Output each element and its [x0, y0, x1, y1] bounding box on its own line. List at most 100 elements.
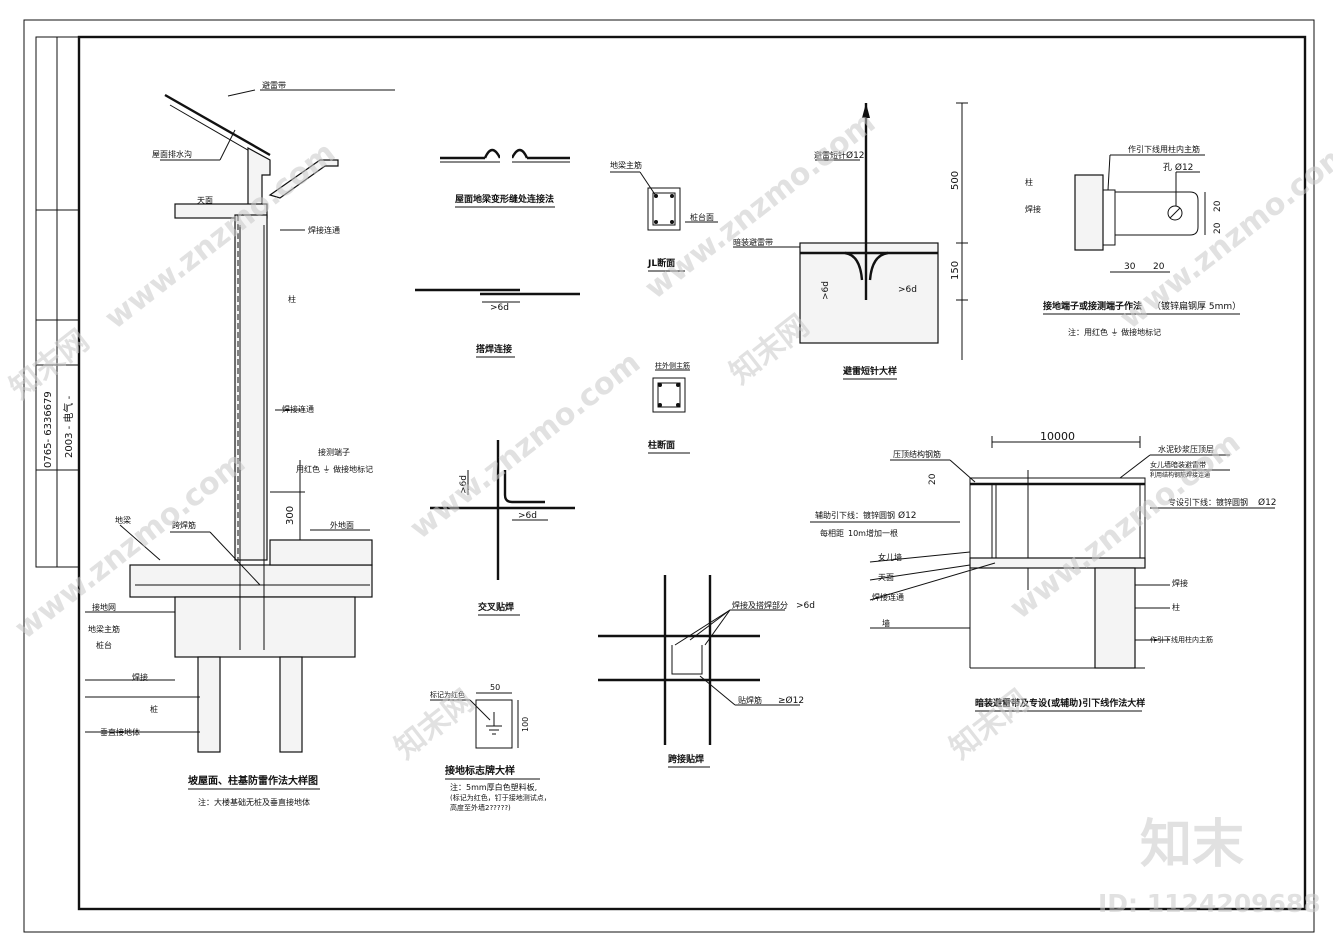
parapet-label-band: 女儿墙暗装避雷带 [1150, 460, 1206, 469]
watermark-site-1: www.znzmo.com [98, 135, 342, 336]
parapet-label-press: 压顶结构钢筋 [893, 449, 941, 459]
parapet-title: 暗装避雷带及专设(或辅助)引下线作法大样 [975, 697, 1145, 709]
label-weld-through-2: 焊接连通 [282, 404, 314, 414]
column-section-title: 柱断面 [648, 439, 675, 451]
parapet-label-roof: 天面 [878, 573, 894, 582]
cross-weld-dim2: >6d [518, 511, 537, 521]
rebar-weld-label1: 焊接及搭焊部分 [732, 600, 788, 610]
parapet-label-aux: 辅助引下线：镀锌圆钢 [815, 510, 895, 520]
jl-section-detail: 地梁主筋 桩台面 JL断面 [610, 160, 718, 272]
terminal-dim-20b: 20 [1213, 222, 1223, 234]
terminal-note: 注：用红色 ⏚ 做接地标记 [1068, 327, 1161, 337]
label-roof-drain: 屋面排水沟 [152, 149, 192, 159]
parapet-label-every2: 10m增加一根 [848, 528, 898, 538]
rebar-weld-label2-dim: ≥Ø12 [778, 695, 804, 706]
foundation-detail: 避雷带 屋面排水沟 天面 焊接连通 柱 焊接连通 接测端子 用红色 ⏚ 做接地标… [85, 80, 395, 807]
rebar-weld-label2: 贴焊筋 [738, 695, 762, 705]
parapet-label-parapet: 女儿墙 [878, 552, 902, 562]
label-ground: 地梁 [115, 515, 131, 525]
parapet-dim-20: 20 [928, 473, 938, 485]
label-column: 柱 [288, 294, 296, 304]
label-pile: 桩 [150, 704, 158, 714]
parapet-label-column: 柱 [1172, 602, 1180, 612]
terminal-label-column: 柱 [1025, 177, 1033, 187]
terminal-label-weld: 焊接 [1025, 204, 1041, 214]
parapet-label-cement: 水泥砂浆压顶层 [1158, 444, 1214, 454]
cross-weld-dim1: >6d [459, 475, 469, 494]
rod-label1: 避雷短针 [814, 150, 846, 160]
rod-label2: 暗装避雷带 [733, 237, 773, 247]
terminal-title-note: （镀锌扁钢厚 5mm） [1152, 300, 1241, 312]
terminal-detail: 作引下线用柱内主筋 柱 焊接 孔 Ø12 30 20 20 20 接地端子或接测… [1025, 144, 1241, 337]
jl-title: JL断面 [647, 257, 675, 269]
label-weld-through: 焊接连通 [308, 225, 340, 235]
parapet-label-every: 每相距 [820, 528, 844, 538]
jl-label-rebar: 地梁主筋 [610, 160, 642, 170]
label-outdoor-ground: 外地面 [330, 520, 354, 530]
label-grounding-net: 接地网 [92, 602, 116, 612]
lap-weld-dim: >6d [490, 303, 509, 313]
rod-dim-6d-1: >6d [821, 281, 831, 300]
terminal-label-hole: 孔 Ø12 [1163, 162, 1193, 173]
terminal-dim-30: 30 [1124, 262, 1136, 272]
label-pile-cap: 桩台 [96, 640, 112, 650]
label-test-terminal: 接测端子 [318, 447, 350, 457]
ground-sign-dim-h: 100 [521, 717, 530, 732]
label-weld: 焊接 [132, 672, 148, 682]
title-drawing-no: 2003 - 电气 - [62, 395, 75, 458]
ground-sign-label: 标记为红色 [430, 690, 465, 699]
terminal-title: 接地端子或接测端子作法 [1043, 300, 1142, 312]
terminal-dim-20a: 20 [1213, 200, 1223, 212]
ground-sign-note2: (标记为红色，钉于接地测试点， [450, 793, 551, 802]
parapet-label-band2: 利用结构钢筋焊接连通 [1150, 471, 1210, 479]
rod-dim-150: 150 [950, 261, 961, 280]
title-phone: 0765- 6336679 [43, 391, 54, 468]
parapet-detail: 10000 20 水泥砂浆压顶层 女儿墙暗装避雷带 利用结构钢筋焊接连通 压顶结… [810, 430, 1277, 712]
parapet-label-weld: 焊接 [1172, 578, 1188, 588]
ground-sign-note1: 注：5mm厚白色塑料板, [450, 782, 537, 792]
watermark-brand-2: 知末网 [723, 308, 815, 391]
label-lightning-strip: 避雷带 [262, 80, 286, 90]
expansion-joint-title: 屋面地梁变形缝处连接法 [455, 193, 554, 205]
parapet-label-weld-thru: 焊接连通 [872, 592, 904, 602]
column-section-label: 柱外侧主筋 [655, 361, 690, 370]
label-ground-beam-rebar: 地梁主筋 [88, 624, 120, 634]
watermarks: www.znzmo.com www.znzmo.com www.znzmo.co… [3, 105, 1333, 918]
expansion-joint-detail: 屋面地梁变形缝处连接法 [440, 148, 570, 208]
foundation-note: 注：大楼基础无桩及垂直接地体 [198, 797, 310, 807]
ground-sign-title: 接地标志牌大样 [445, 764, 515, 777]
foundation-title: 坡屋面、柱基防雷作法大样图 [188, 774, 318, 787]
rod-title: 避雷短针大样 [843, 365, 897, 377]
jl-label-pile: 桩台面 [690, 212, 714, 222]
cross-weld-detail: >6d >6d 交叉贴焊 [430, 440, 575, 616]
title-block: 0765- 6336679 2003 - 电气 - [35, 36, 80, 568]
label-red-mark: 用红色 ⏚ 做接地标记 [296, 464, 373, 474]
label-roof: 天面 [197, 196, 213, 205]
parapet-label-down: 作引下线用柱内主筋 [1150, 635, 1213, 644]
terminal-label-down: 作引下线用柱内主筋 [1128, 144, 1200, 154]
rod-label1-size: Ø12 [846, 150, 865, 161]
ground-sign-dim-w: 50 [490, 683, 500, 692]
parapet-dim-10000: 10000 [1040, 430, 1075, 443]
rebar-weld-detail: 焊接及搭焊部分 >6d 贴焊筋 ≥Ø12 跨接贴焊 [598, 575, 815, 768]
terminal-dim-20: 20 [1153, 262, 1165, 272]
ground-sign-detail: 50 100 标记为红色 接地标志牌大样 注：5mm厚白色塑料板, (标记为红色… [430, 683, 551, 812]
rod-dim-6d-2: >6d [898, 285, 917, 295]
ground-sign-note3: 高度至外墙2?????) [450, 803, 511, 812]
parapet-label-aux-size: Ø12 [898, 510, 917, 521]
rebar-weld-title: 跨接贴焊 [668, 753, 704, 765]
lap-weld-title: 搭焊连接 [476, 343, 512, 355]
label-cross-weld: 跨焊筋 [172, 520, 196, 530]
dim-300: 300 [285, 506, 296, 525]
rebar-weld-label1-dim: >6d [796, 601, 815, 611]
watermark-logo: 知末 [1140, 815, 1244, 875]
watermark-brand-3: 知末网 [943, 683, 1035, 766]
cross-weld-title: 交叉贴焊 [478, 601, 514, 613]
watermark-id: ID: 1124209688 [1098, 889, 1321, 918]
parapet-label-wall: 墙 [882, 618, 890, 628]
lightning-rod-detail: 500 150 避雷短针 Ø12 暗装避雷带 >6d >6d 避雷短针大样 [733, 102, 968, 380]
rod-dim-500: 500 [950, 171, 961, 190]
lap-weld-detail: >6d 搭焊连接 [415, 288, 580, 358]
outer-border [23, 19, 1315, 933]
